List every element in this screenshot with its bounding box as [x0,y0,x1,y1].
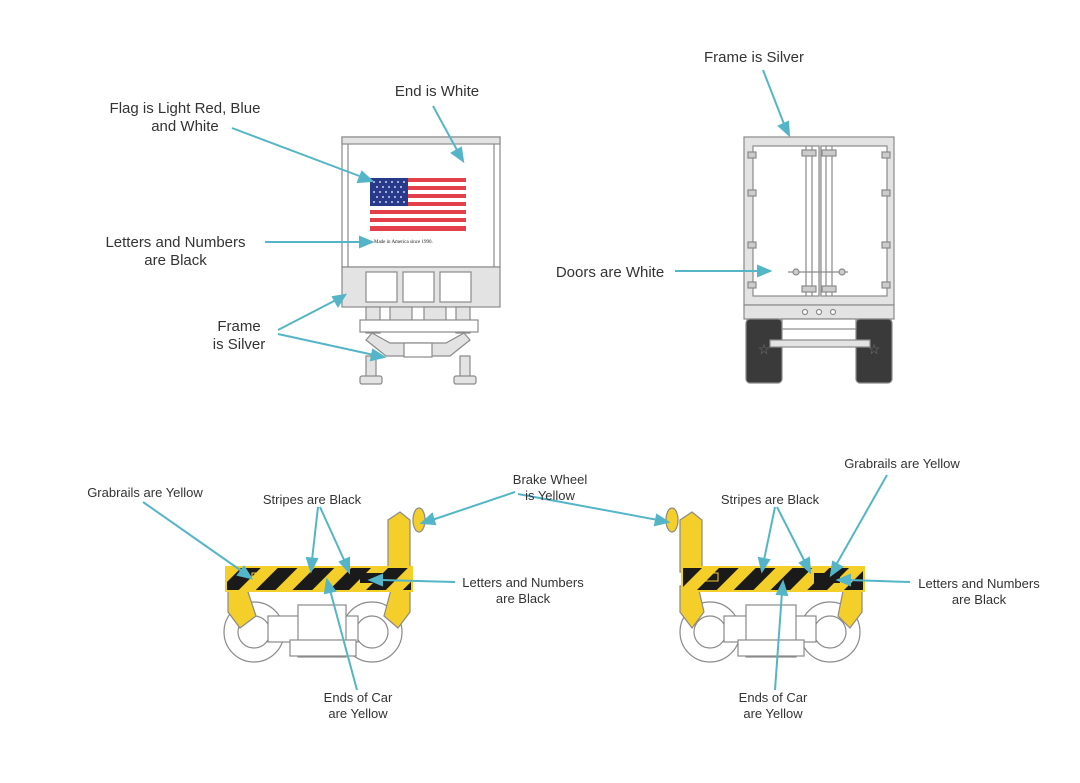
end-color-label: End is White [394,83,480,100]
stripes-label-right: Stripes are Black [720,492,820,507]
brake-wheel-post-right [679,511,703,573]
brake-wheel-label: Brake Wheel is Yellow [512,472,588,503]
right-door [820,145,888,297]
stripes-label-left: Stripes are Black [262,492,362,507]
panel-small-text: Made in America since 1990. [374,240,433,245]
letters-numbers-label-car-left: Letters and Numbers are Black [462,575,584,606]
ends-label-left: Ends of Car are Yellow [323,690,393,721]
frame-silver-label-right: Frame is Silver [703,49,804,66]
right-tire [855,318,893,384]
letters-numbers-label-car-right: Letters and Numbers are Black [918,576,1040,607]
american-flag-icon [370,178,466,231]
left-tire [745,318,783,384]
trailer-end-illustration: Made in America since 1990. [341,136,501,385]
car-right-illustration [665,507,865,663]
frame-silver-label-left: Frame is Silver [212,318,266,353]
brake-wheel-icon-right [665,507,679,533]
grabrails-label-right: Grabrails are Yellow [844,456,960,471]
trailer-doors-illustration: ☆ ☆ [743,136,895,384]
doors-white-label: Doors are White [555,264,665,281]
car-left-illustration [223,507,426,663]
leader-arrows [142,69,911,691]
grabrails-label-left: Grabrails are Yellow [87,485,203,500]
svg-text:☆: ☆ [868,341,881,357]
ends-label-right: Ends of Car are Yellow [738,690,808,721]
flag-color-label: Flag is Light Red, Blue and White [109,100,261,135]
brake-wheel-post [387,511,411,573]
letters-numbers-label-top: Letters and Numbers are Black [105,234,246,269]
brake-wheel-icon [412,507,426,533]
svg-text:☆: ☆ [758,341,771,357]
